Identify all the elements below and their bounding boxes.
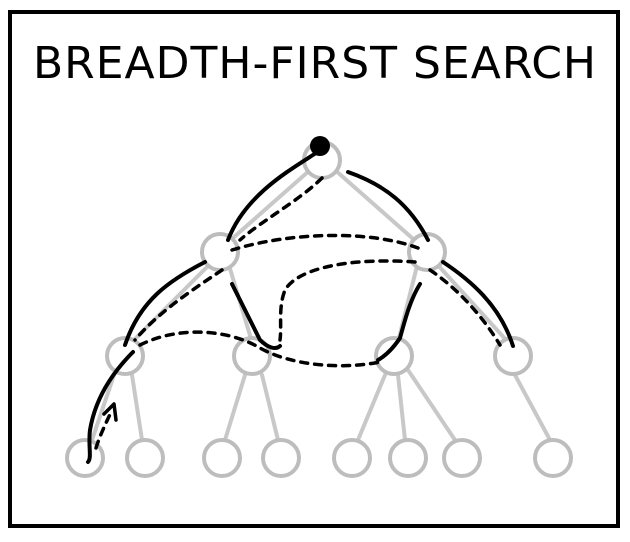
solid-root-to-right: [346, 170, 430, 242]
solid-left-to-l2b: [230, 282, 282, 350]
tree-edges: [90, 168, 552, 442]
edge-l2c-l3f: [396, 373, 407, 442]
node-level2-c: [374, 336, 414, 376]
dotted-root-down: [238, 176, 324, 242]
node-level3-h: [533, 438, 573, 478]
edge-l1b-l2d: [433, 260, 510, 344]
bfs-solid-paths: [86, 151, 515, 464]
solid-root-to-left: [226, 151, 318, 242]
edge-l2a-l3b: [130, 373, 144, 442]
node-level3-a: [65, 438, 105, 478]
root-start-dot: [310, 136, 330, 156]
edge-l2c-l3e: [356, 373, 387, 442]
node-level3-d: [261, 438, 301, 478]
node-level3-b: [125, 438, 165, 478]
node-level2-a: [105, 336, 145, 376]
arrow-head-icon: [102, 402, 118, 422]
bfs-dotted-paths: [94, 176, 502, 450]
node-level3-g: [442, 438, 482, 478]
dotted-level2-across: [138, 330, 382, 368]
solid-l2a-to-l3a: [86, 350, 135, 464]
tree-nodes: [65, 140, 573, 478]
solid-right-to-l2d: [441, 260, 515, 348]
edge-root-right: [333, 168, 422, 247]
node-level3-e: [332, 438, 372, 478]
edge-l2d-l3h: [513, 373, 552, 442]
edge-l2b-l3c: [223, 373, 247, 442]
solid-left-to-l2a: [123, 260, 207, 347]
edge-root-left: [223, 168, 312, 247]
dotted-level1-back: [278, 259, 417, 342]
edge-l2c-l3g: [406, 368, 457, 442]
dotted-up-arrow: [94, 408, 114, 450]
node-level3-f: [388, 438, 428, 478]
dotted-level1-across: [230, 233, 420, 252]
node-level1-left: [200, 232, 240, 272]
node-level3-c: [202, 438, 242, 478]
dotted-level1-to-l2a: [133, 268, 224, 342]
edge-l2a-l3a: [90, 370, 117, 442]
edge-l2b-l3d: [260, 373, 280, 442]
node-level2-d: [493, 336, 533, 376]
dotted-level1-to-l2d: [428, 268, 502, 347]
solid-right-to-l2c: [376, 282, 422, 362]
comic-title: BREADTH-FIRST SEARCH: [32, 38, 598, 89]
